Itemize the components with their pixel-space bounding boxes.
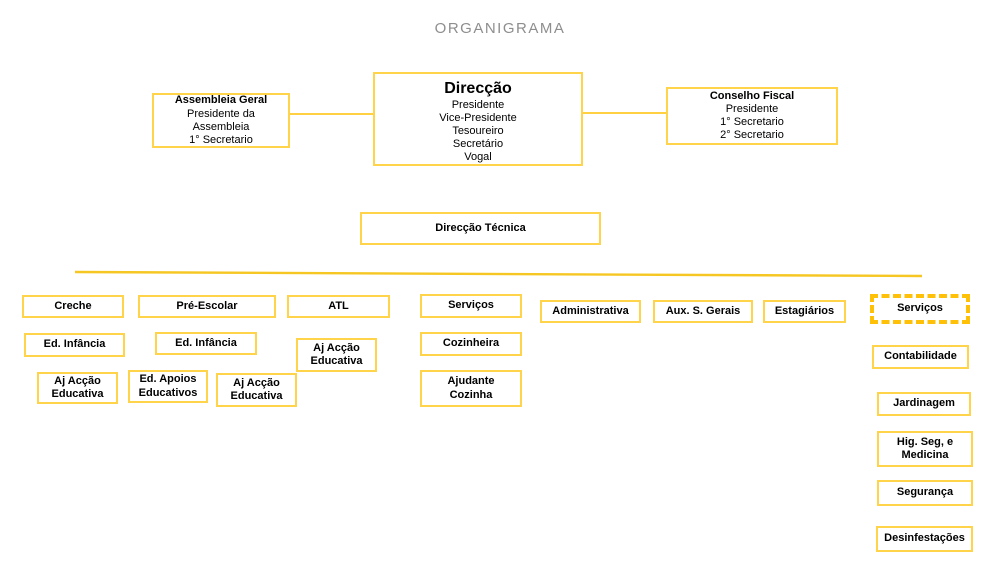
node-title: Ed. Infância xyxy=(43,338,106,351)
org-node-aj-accao-educativa-atl: Aj Acção Educativa xyxy=(296,338,377,372)
node-title: ATL xyxy=(328,299,349,312)
org-node-atl: ATL xyxy=(287,295,390,318)
node-title: Ajudante Cozinha xyxy=(447,375,495,401)
org-node-conselho-fiscal: Conselho Fiscal Presidente 1° Secretario… xyxy=(666,87,838,145)
node-title: Serviços xyxy=(448,299,494,312)
org-node-pre-escolar: Pré-Escolar xyxy=(138,295,276,318)
node-title: Contabilidade xyxy=(884,350,957,363)
node-title: Creche xyxy=(54,299,92,312)
org-node-assembleia-geral: Assembleia Geral Presidente da Assemblei… xyxy=(152,93,290,148)
node-title: Estagiários xyxy=(774,304,835,317)
node-title: Direcção xyxy=(444,80,512,97)
node-title: Administrativa xyxy=(552,304,629,317)
org-node-jardinagem: Jardinagem xyxy=(877,392,971,416)
node-title: Ed. Apoios Educativos xyxy=(138,373,198,399)
node-title: Serviços xyxy=(897,302,943,315)
node-title: Aj Acção Educativa xyxy=(51,374,104,400)
org-node-aux-s-gerais: Aux. S. Gerais xyxy=(653,300,753,323)
node-title: Segurança xyxy=(896,486,954,499)
page-title: ORGANIGRAMA xyxy=(434,20,566,37)
org-node-administrativa: Administrativa xyxy=(540,300,641,323)
org-node-cozinheira: Cozinheira xyxy=(420,332,522,356)
node-title: Conselho Fiscal xyxy=(709,89,795,102)
org-node-estagiarios: Estagiários xyxy=(763,300,846,323)
node-subtitle: Presidente da Assembleia 1° Secretario xyxy=(187,107,255,146)
node-title: Direcção Técnica xyxy=(435,221,526,234)
node-title: Cozinheira xyxy=(442,337,500,350)
org-node-direccao-tecnica: Direcção Técnica xyxy=(360,212,601,245)
node-title: Assembleia Geral xyxy=(174,94,268,107)
node-title: Hig. Seg, e Medicina xyxy=(896,435,954,461)
org-node-ed-infancia-pre-escolar: Ed. Infância xyxy=(155,332,257,355)
org-node-hig-seg-medicina: Hig. Seg, e Medicina xyxy=(877,431,973,467)
org-node-ajudante-cozinha: Ajudante Cozinha xyxy=(420,370,522,407)
org-node-aj-accao-educativa-pre-escolar: Aj Acção Educativa xyxy=(216,373,297,407)
node-subtitle: Presidente Vice-Presidente Tesoureiro Se… xyxy=(439,99,517,163)
node-subtitle: Presidente 1° Secretario 2° Secretario xyxy=(720,103,784,142)
org-node-desinfestacoes: Desinfestações xyxy=(876,526,973,552)
node-title: Ed. Infância xyxy=(175,336,237,349)
org-node-direccao: Direcção Presidente Vice-Presidente Teso… xyxy=(373,72,583,166)
org-node-ed-infancia-creche: Ed. Infância xyxy=(24,333,125,357)
org-node-creche: Creche xyxy=(22,295,124,318)
org-node-ed-apoios-educativos: Ed. Apoios Educativos xyxy=(128,370,208,403)
org-node-aj-accao-educativa-creche: Aj Acção Educativa xyxy=(37,372,118,404)
node-title: Aj Acção Educativa xyxy=(230,376,283,402)
node-title: Aux. S. Gerais xyxy=(665,304,741,317)
divider-line xyxy=(74,270,923,278)
node-title: Aj Acção Educativa xyxy=(310,341,363,367)
node-title: Desinfestações xyxy=(884,532,965,545)
org-node-contabilidade: Contabilidade xyxy=(872,345,969,369)
node-title: Pré-Escolar xyxy=(176,299,238,312)
node-title: Jardinagem xyxy=(893,397,955,410)
org-node-seguranca: Segurança xyxy=(877,480,973,506)
org-node-servicos-externos: Serviços xyxy=(870,294,970,324)
org-node-servicos: Serviços xyxy=(420,294,522,318)
